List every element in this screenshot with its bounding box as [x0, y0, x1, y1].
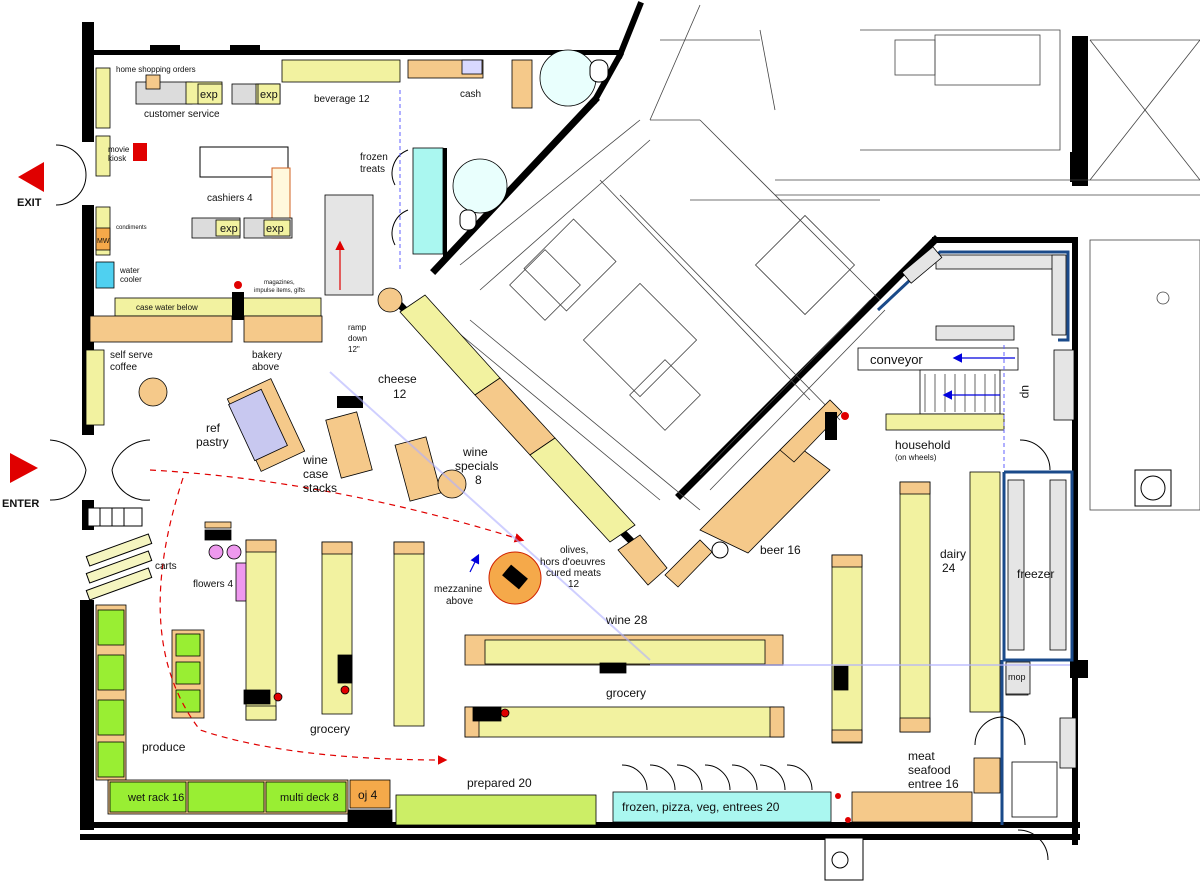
magazines-label: impulse items, gifts [254, 288, 305, 294]
movie-kiosk-label: movie [108, 145, 130, 154]
beer-label: beer 16 [760, 543, 801, 557]
center-displays [226, 378, 542, 605]
wine-case-stacks-label: wine [302, 453, 328, 467]
wet-rack-label: wet rack 16 [127, 792, 184, 804]
mop-closet [1005, 661, 1031, 695]
grocery-label: grocery [310, 722, 350, 736]
mezzanine-arrow [469, 553, 480, 573]
exp-label: exp [200, 89, 218, 101]
exp-label: exp [266, 223, 284, 235]
cheese-label: cheese [378, 372, 417, 386]
receiving-area [857, 246, 1075, 431]
cheese-label: 12 [393, 387, 407, 401]
water-cooler-label: water [119, 266, 140, 275]
dairy-label: dairy [940, 547, 966, 561]
floor-labels: EXIT ENTER home shopping orders customer… [2, 65, 1054, 814]
exit-label: EXIT [17, 197, 42, 209]
meat-label: entree 16 [908, 777, 959, 791]
olives-label: hors d'oeuvres [540, 557, 605, 568]
alarm-dot [841, 412, 849, 420]
alarm-dot [835, 793, 841, 799]
self-serve-coffee-label: self serve [110, 350, 153, 361]
magazines-label: magazines, [264, 280, 295, 286]
oj-label: oj 4 [358, 788, 378, 802]
ramp-label: 12" [348, 345, 360, 354]
multi-deck-label: multi deck 8 [280, 792, 339, 804]
wine-specials-label: specials [455, 459, 498, 473]
mw-label: MW [97, 238, 110, 245]
grocery-gondolas [243, 471, 1077, 818]
meat-label: meat [908, 749, 935, 763]
enter-label: ENTER [2, 498, 39, 510]
wine-case-stacks-label: stacks [303, 481, 337, 495]
carts-label: carts [155, 561, 177, 572]
enter-sign-arrow [10, 453, 38, 483]
meat-label: seafood [908, 763, 951, 777]
exp-label: exp [220, 223, 238, 235]
grocery-label: grocery [606, 686, 646, 700]
cash-label: cash [460, 89, 481, 100]
frozen-treats-case [412, 147, 444, 255]
home-shopping-label: home shopping orders [116, 65, 196, 74]
case-water-label: case water below [136, 303, 198, 312]
mezzanine-label: mezzanine [434, 584, 483, 595]
freezer-label: freezer [1017, 567, 1054, 581]
flowers-label: flowers 4 [193, 579, 233, 590]
cashiers-label: cashiers 4 [207, 193, 253, 204]
restroom-fixtures [452, 49, 1172, 881]
household-label: household [895, 438, 950, 452]
exp-label: exp [260, 89, 278, 101]
customer-flow-arrow [159, 477, 448, 765]
conveyor-label: conveyor [870, 352, 923, 367]
frozen-treats-label: treats [360, 164, 385, 175]
condiments-label: condiments [116, 225, 147, 231]
ramp-label: down [348, 334, 367, 343]
beer-display [711, 541, 729, 559]
exit-sign-arrow [18, 162, 44, 192]
beverage-label: beverage 12 [314, 94, 370, 105]
bakery-label: bakery [252, 350, 282, 361]
door-swings [49, 144, 1051, 861]
wine-specials-label: 8 [475, 473, 482, 487]
wine-case-stacks-label: case [303, 467, 329, 481]
up-label: up [1019, 385, 1033, 399]
prepared-label: prepared 20 [467, 776, 532, 790]
customer-service-label: customer service [144, 109, 220, 120]
express-lanes: exp exp exp exp [197, 83, 291, 237]
beer-register [825, 412, 837, 440]
carts-area [85, 507, 153, 601]
olives-label: cured meats [546, 568, 601, 579]
water-cooler-label: cooler [120, 275, 142, 284]
ref-pastry-label: ref [206, 421, 221, 435]
wine-28-label: wine 28 [605, 613, 648, 627]
household-label: (on wheels) [895, 453, 937, 462]
produce-cases [95, 604, 1001, 826]
olives-label: 12 [568, 579, 580, 590]
ref-pastry-label: pastry [196, 435, 229, 449]
dairy-label: 24 [942, 561, 956, 575]
customer-flow-arrow [149, 469, 525, 543]
building-outline [454, 4, 1200, 511]
mop-label: mop [1008, 672, 1026, 682]
alarm-dot [845, 817, 851, 823]
movie-kiosk-label: kiosk [108, 154, 127, 163]
wine-specials-label: wine [462, 445, 488, 459]
ramp-label: ramp [348, 323, 367, 332]
olives-label: olives, [560, 545, 588, 556]
bakery-label: above [252, 362, 280, 373]
mezzanine-outline [329, 371, 651, 661]
self-serve-coffee-label: coffee [110, 362, 137, 373]
frozen-treats-label: frozen [360, 152, 388, 163]
produce-label: produce [142, 740, 186, 754]
frozen-row-label: frozen, pizza, veg, entrees 20 [622, 800, 780, 814]
interior-diagonal-walls [395, 1, 1078, 555]
mezzanine-label: above [446, 596, 474, 607]
